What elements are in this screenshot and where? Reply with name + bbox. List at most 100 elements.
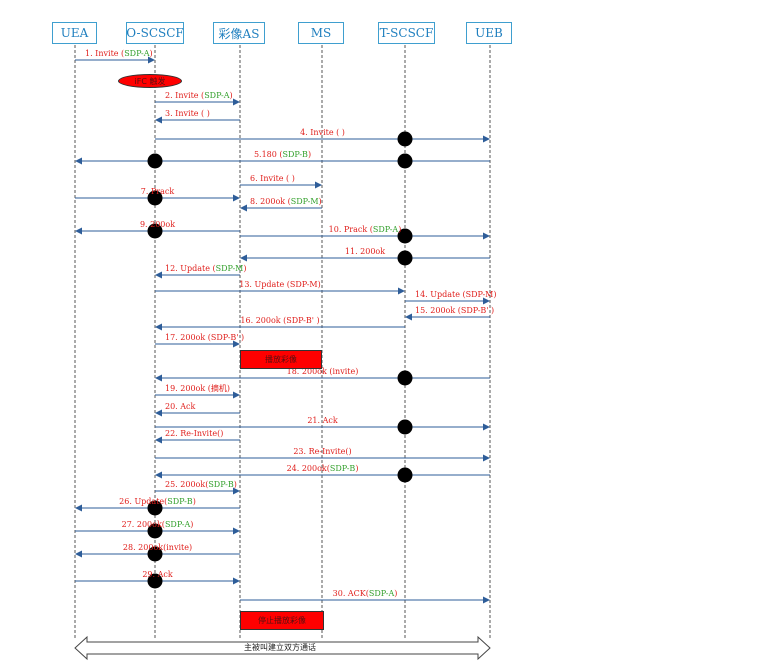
message-tail: ) <box>398 225 402 234</box>
message-label-m7: 7. Prack <box>141 187 174 197</box>
message-label-m16: 16. 200ok (SDP-B' ) <box>240 316 319 326</box>
processing-dot <box>397 250 413 266</box>
message-sdp: SDP-B <box>167 497 193 506</box>
message-label-m4: 4. Invite ( ) <box>300 128 345 138</box>
processing-dot <box>397 370 413 386</box>
message-sdp: SDP-A <box>164 520 191 529</box>
participant-ueb: UEB <box>466 22 512 44</box>
call-established-label: 主被叫建立双方通话 <box>244 643 316 652</box>
message-label-m20: 20. Ack <box>165 402 195 412</box>
message-text: 21. Ack <box>307 416 338 425</box>
lifelines <box>74 45 491 638</box>
message-label-m21: 21. Ack <box>307 416 337 426</box>
message-label-m25: 25. 200ok(SDP-B) <box>165 480 237 490</box>
message-text: 30. ACK( <box>332 589 369 598</box>
message-label-m18: 18. 200ok (invite) <box>287 367 359 377</box>
message-label-m13: 13. Update (SDP-M) <box>239 280 321 290</box>
double-arrow-shape <box>74 635 491 661</box>
processing-dot <box>147 223 163 239</box>
processing-dots <box>147 131 413 589</box>
message-sdp: SDP-A <box>372 225 399 234</box>
participant-tscscf: T-SCSCF <box>378 22 435 44</box>
note-play-label: 播放彩像 <box>265 355 297 364</box>
message-tail: ) <box>307 150 312 159</box>
message-text: 20. Ack <box>165 402 196 411</box>
message-text: 18. 200ok (invite) <box>286 367 359 376</box>
participant-label: O-SCSCF <box>126 26 184 40</box>
message-label-m17: 17. 200ok (SDP-B' ) <box>165 333 244 343</box>
message-text: 28. 200ok(invite) <box>122 543 193 552</box>
message-arrows <box>75 56 490 604</box>
message-tail: ) <box>355 464 359 473</box>
message-text: 8. 200ok ( <box>250 197 291 206</box>
processing-dot <box>147 523 163 539</box>
message-label-m27: 27. 200ok(SDP-A) <box>122 520 194 530</box>
processing-dot <box>147 153 163 169</box>
processing-dot <box>397 467 413 483</box>
message-tail: ) <box>149 49 153 58</box>
message-label-m22: 22. Re-Invite() <box>165 429 223 439</box>
message-label-m23: 23. Re-Invite() <box>293 447 351 457</box>
processing-dot <box>397 419 413 435</box>
message-label-m30: 30. ACK(SDP-A) <box>333 589 398 599</box>
processing-dot <box>147 546 163 562</box>
message-sdp: SDP-B <box>282 150 308 159</box>
participant-uea: UEA <box>52 22 97 44</box>
processing-dot <box>397 131 413 147</box>
message-tail: ) <box>318 197 322 206</box>
message-tail: ) <box>233 480 237 489</box>
message-tail: ) <box>192 497 196 506</box>
participant-label: 彩像AS <box>218 26 260 41</box>
message-text: 11. 200ok <box>344 247 386 256</box>
message-text: 19. 200ok (摘机) <box>165 384 230 393</box>
message-sdp: SDP-M <box>215 264 244 273</box>
message-text: 4. Invite ( ) <box>300 128 345 137</box>
note-play-box: 播放彩像 <box>240 350 322 369</box>
processing-dot <box>147 573 163 589</box>
message-tail: ) <box>229 91 233 100</box>
call-established-arrow <box>74 635 491 661</box>
processing-dot <box>147 500 163 516</box>
message-text: 25. 200ok( <box>165 480 209 489</box>
message-text: 17. 200ok (SDP-B' ) <box>165 333 245 342</box>
message-label-m24: 24. 200ok(SDP-B) <box>287 464 359 474</box>
processing-dot <box>397 228 413 244</box>
participant-oscscf: O-SCSCF <box>126 22 184 44</box>
message-label-m28: 28. 200ok(invite) <box>123 543 192 553</box>
message-label-m3: 3. Invite ( ) <box>165 109 210 119</box>
processing-dot <box>147 190 163 206</box>
message-label-m6: 6. Invite ( ) <box>250 174 295 184</box>
participant-label: MS <box>310 26 332 40</box>
message-label-m19: 19. 200ok (摘机) <box>165 384 230 394</box>
message-text: 24. 200ok( <box>286 464 330 473</box>
ifc-trigger-label: iFC 触发 <box>134 76 166 86</box>
message-text: 3. Invite ( ) <box>165 109 210 118</box>
message-label-m10: 10. Prack (SDP-A) <box>329 225 402 235</box>
message-tail: ) <box>190 520 194 529</box>
message-text: 23. Re-Invite() <box>293 447 352 456</box>
message-text: 1. Invite ( <box>85 49 125 58</box>
participant-ms: MS <box>298 22 344 44</box>
message-label-m29: 29. Ack <box>142 570 172 580</box>
participant-as: 彩像AS <box>213 22 265 44</box>
message-text: 26. Update( <box>119 497 168 506</box>
message-text: 7. Prack <box>140 187 175 196</box>
message-sdp: SDP-A <box>124 49 150 58</box>
message-text: 10. Prack ( <box>328 225 373 234</box>
message-text: 14. Update (SDP-M) <box>415 290 497 299</box>
message-label-m2: 2. Invite (SDP-A) <box>165 91 233 101</box>
participant-label: T-SCSCF <box>379 26 434 40</box>
message-text: 12. Update ( <box>165 264 216 273</box>
message-text: 15. 200ok (SDP-B' ) <box>415 306 495 315</box>
message-sdp: SDP-A <box>204 91 230 100</box>
message-text: 2. Invite ( <box>165 91 205 100</box>
message-text: 9. 200ok <box>139 220 176 229</box>
message-tail: ) <box>243 264 247 273</box>
message-text: 27. 200ok( <box>121 520 165 529</box>
message-label-m5: 5.180 (SDP-B) <box>254 150 311 160</box>
message-label-m1: 1. Invite (SDP-A) <box>85 49 153 59</box>
message-tail: ) <box>394 589 398 598</box>
message-text: 5.180 ( <box>253 150 283 159</box>
message-text: 16. 200ok (SDP-B' ) <box>240 316 320 325</box>
